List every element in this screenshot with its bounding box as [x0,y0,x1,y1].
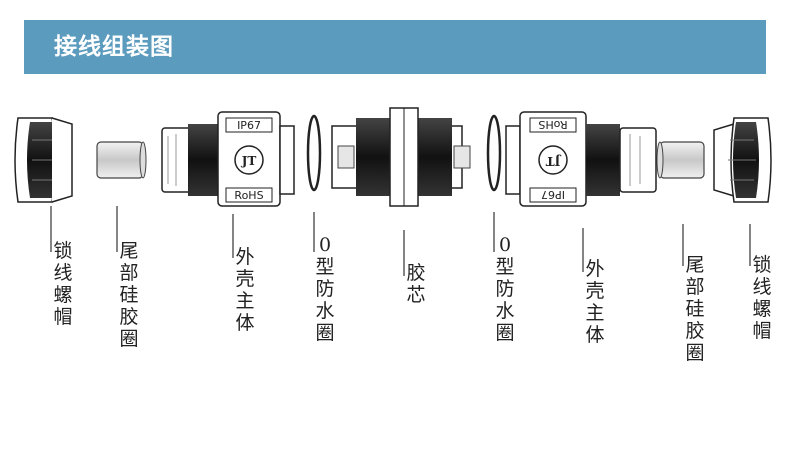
label-core: 胶芯 [406,262,426,306]
label-tail-seal-left: 尾部硅胶圈 [119,240,139,350]
o-ring-left [306,114,322,192]
core-insert [331,107,471,207]
logo-right: JT [546,154,562,168]
ip-rating-marking-right: IP67 [541,188,565,201]
housing-left: IP67 JT RoHS [161,111,295,207]
label-tail-seal-right: 尾部硅胶圈 [685,254,705,364]
lock-nut-left [14,117,73,203]
header-banner: 接线组装图 [24,20,766,74]
tail-seal-right [656,141,705,179]
rohs-marking: RoHS [234,189,263,202]
housing-right: RoHS JT IP67 [505,111,657,207]
leader-lines [50,206,751,276]
label-lock-nut-left: 锁线螺帽 [53,240,73,328]
page-title: 接线组装图 [54,34,174,60]
label-housing-left: 外壳主体 [235,246,255,334]
lock-nut-right [713,117,772,203]
o-ring-right [486,114,502,192]
label-o-ring-right: 0型防水圈 [495,234,515,344]
logo-left: JT [241,154,257,168]
label-o-ring-left: 0型防水圈 [315,234,335,344]
ip-rating-marking: IP67 [237,119,261,132]
tail-seal-left [96,141,147,179]
label-housing-right: 外壳主体 [585,258,605,346]
label-lock-nut-right: 锁线螺帽 [752,254,772,342]
rohs-marking-right: RoHS [538,118,567,131]
